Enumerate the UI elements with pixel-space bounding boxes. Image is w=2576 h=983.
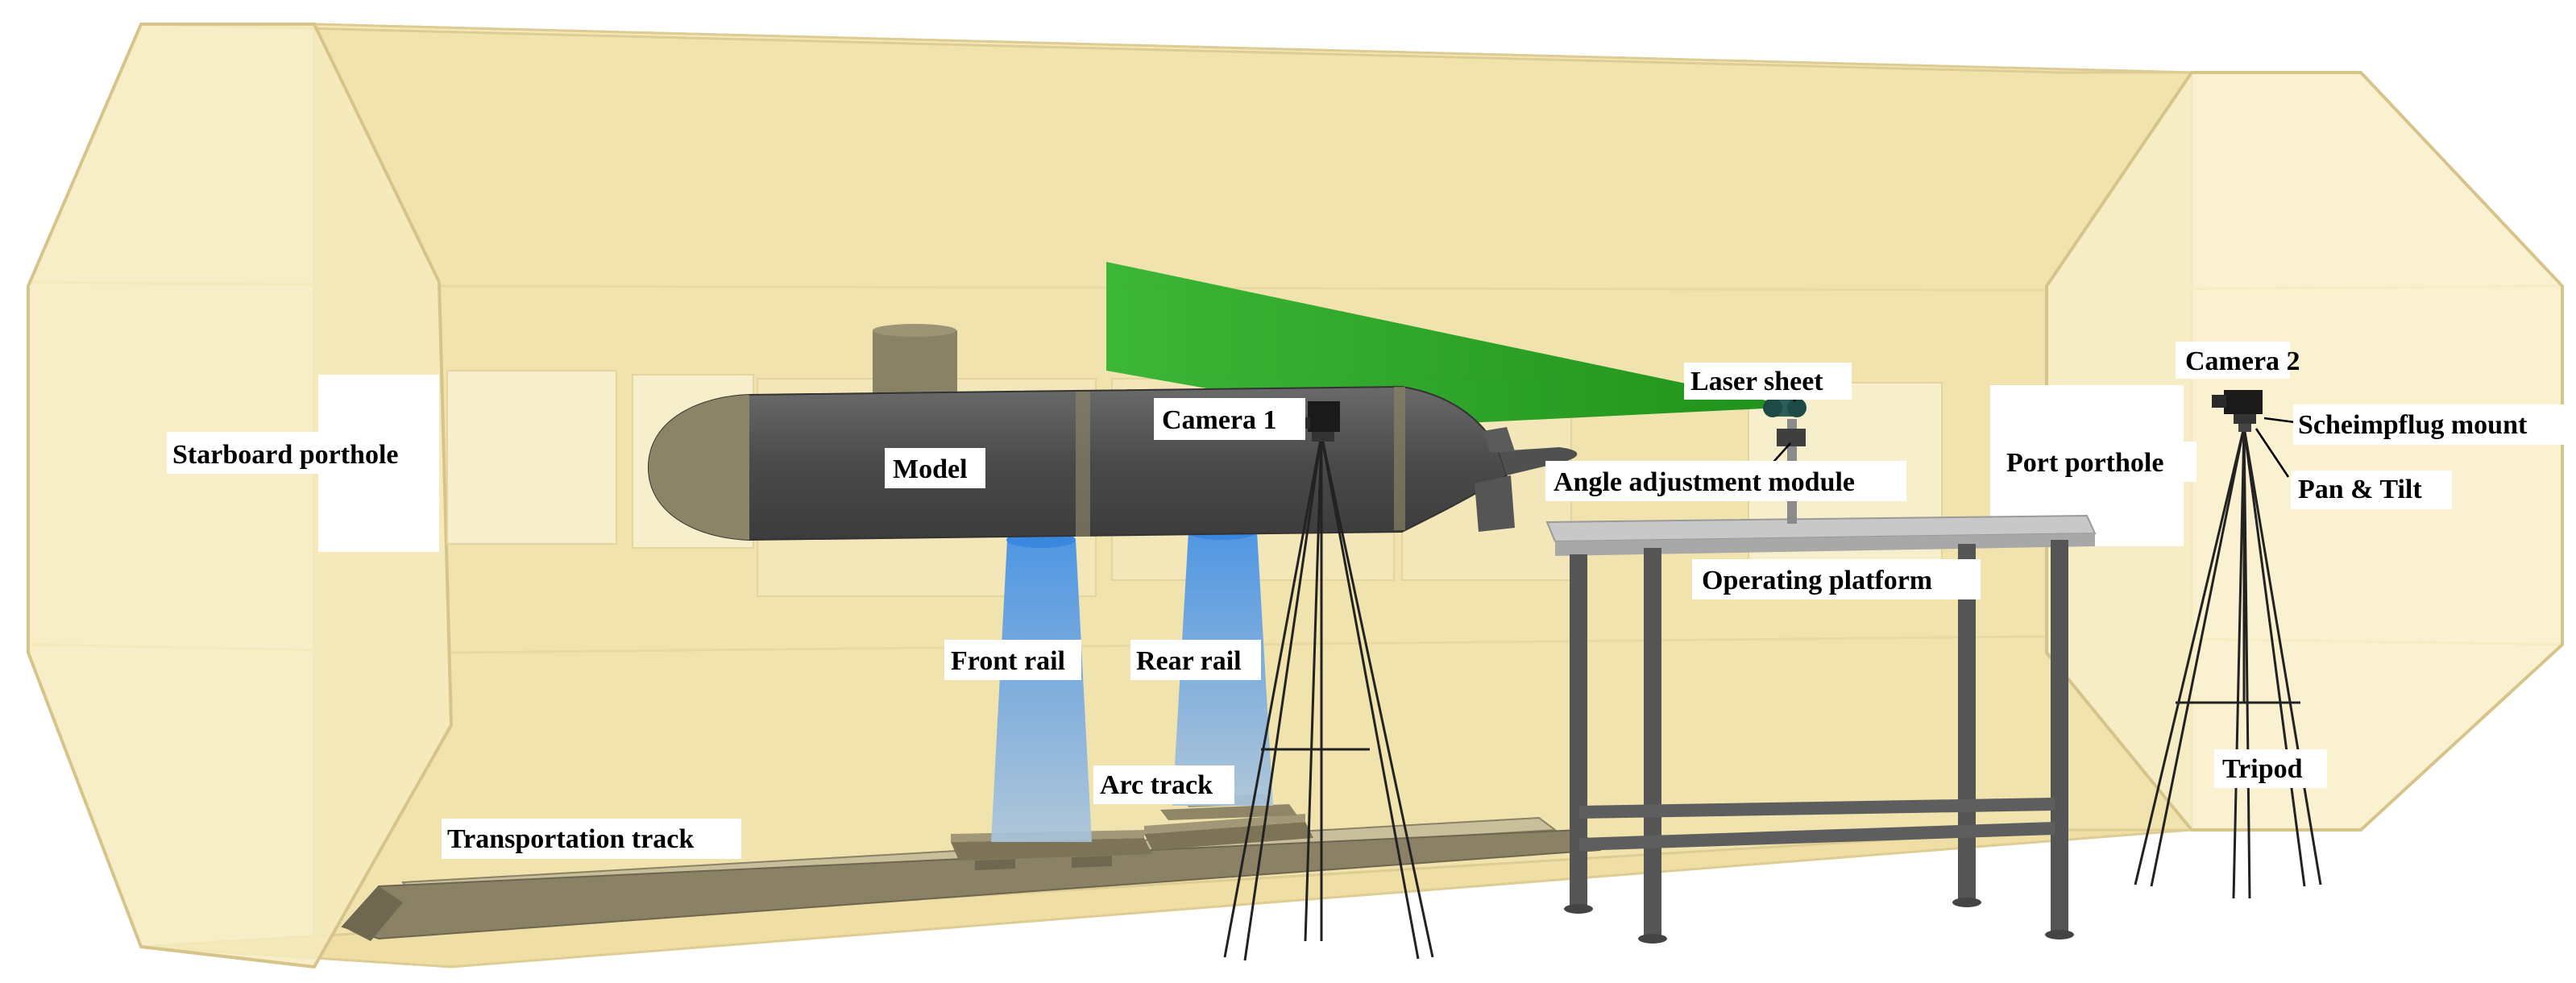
label-scheimpflug-mount: Scheimpflug mount [2298, 410, 2528, 440]
label-port-porthole: Port porthole [2006, 448, 2163, 478]
label-camera-2: Camera 2 [2185, 346, 2300, 376]
pan-tilt-head [2238, 424, 2251, 432]
platform-leg-1 [1570, 554, 1587, 909]
back-window-1 [446, 370, 617, 545]
platform-leg-3 [1958, 544, 1976, 902]
label-front-rail: Front rail [951, 646, 1065, 676]
labels: Starboard porthole Model Camera 1 Laser … [167, 342, 2567, 859]
label-tripod: Tripod [2222, 754, 2303, 784]
label-operating-platform: Operating platform [1702, 566, 1932, 595]
model-ring-1 [1076, 392, 1090, 537]
platform-crossbar-front [1579, 822, 2055, 851]
label-arc-track: Arc track [1100, 770, 1213, 800]
model-nose [649, 395, 749, 540]
tripod-1 [1223, 434, 1434, 961]
camera-2 [2212, 390, 2263, 432]
model-ring-2 [1394, 387, 1405, 530]
angle-adjustment-module [1777, 429, 1806, 446]
model-tail [1499, 447, 1578, 475]
platform-crossbar-back [1579, 798, 2055, 819]
scheimpflug-mount [2234, 414, 2256, 424]
track-end [342, 886, 403, 941]
label-laser-sheet: Laser sheet [1690, 367, 1823, 396]
camera-1 [1299, 401, 1340, 442]
tunnel-left-end [27, 23, 454, 969]
label-camera-1: Camera 1 [1162, 405, 1277, 435]
platform-leg-2 [1644, 548, 1661, 939]
laser-sheet [1106, 262, 1797, 425]
camera-icon [1308, 401, 1340, 432]
model-rudder [1475, 475, 1515, 532]
platform-leg-4 [2051, 540, 2068, 935]
laser-head [1763, 398, 1807, 446]
tripod-2 [2134, 426, 2322, 899]
operating-platform [1545, 419, 2097, 944]
label-pan-tilt: Pan & Tilt [2298, 475, 2422, 504]
label-model: Model [893, 454, 968, 484]
label-rear-rail: Rear rail [1136, 646, 1242, 676]
label-transportation-track: Transportation track [447, 824, 694, 854]
label-starboard-porthole: Starboard porthole [172, 440, 399, 470]
camera-icon [2224, 390, 2263, 414]
label-angle-adjustment-module: Angle adjustment module [1553, 467, 1855, 497]
model-sail [873, 330, 957, 399]
front-rail [991, 532, 1092, 842]
model-fin-top [1483, 427, 1515, 453]
